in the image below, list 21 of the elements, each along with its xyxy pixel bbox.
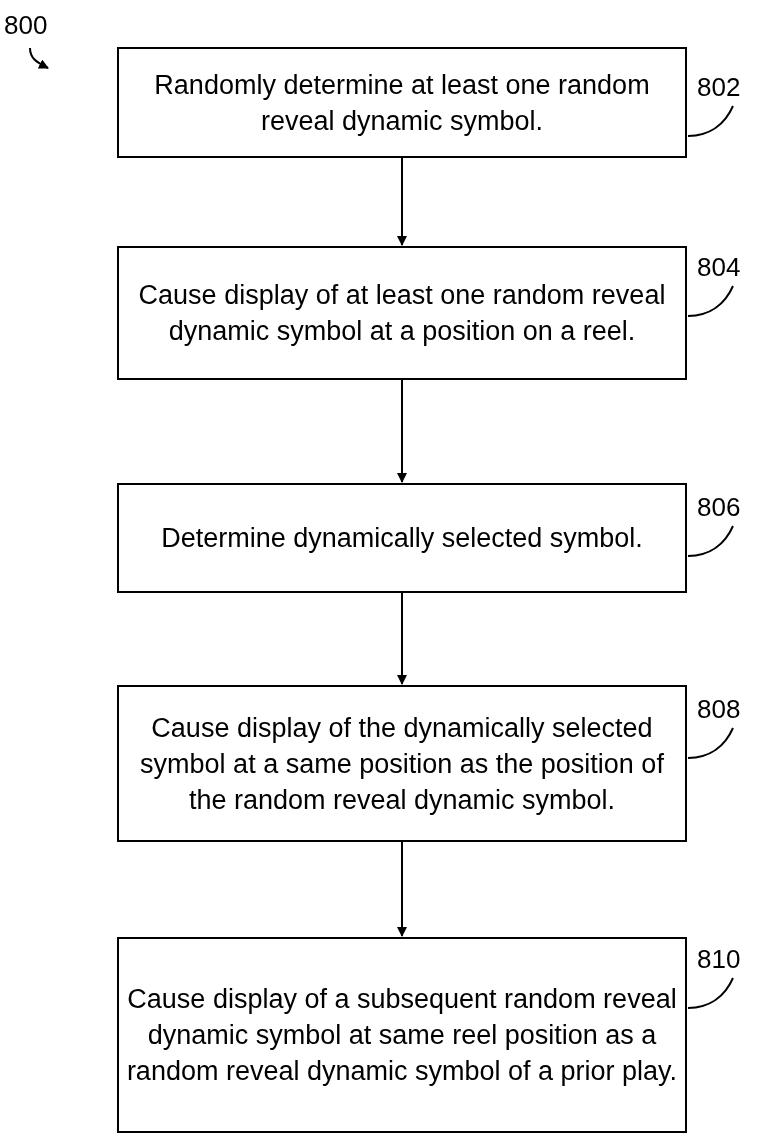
- reference-number: 804: [697, 250, 749, 284]
- process-box: Cause display of at least one random reveal dynamic symbol at a position on a reel.: [117, 246, 687, 380]
- process-box: Randomly determine at least one random reveal dynamic symbol.: [117, 47, 687, 158]
- arrow: [397, 157, 407, 246]
- leader-line: [29, 47, 49, 69]
- leader-line: [687, 727, 734, 759]
- leader-line: [687, 285, 734, 317]
- process-box: Cause display of the dynamically selected symbol at a same position as the position of the random reveal dynamic symbol.: [117, 685, 687, 842]
- reference-number: 806: [697, 490, 749, 524]
- process-box: Determine dynamically selected symbol.: [117, 483, 687, 593]
- reference-number: 800: [4, 8, 60, 42]
- leader-line: [687, 105, 734, 137]
- leader-line: [687, 977, 734, 1009]
- process-box: Cause display of a subsequent random reveal dynamic symbol at same reel position as a random reveal dynamic symbol of a prior play.: [117, 937, 687, 1133]
- leader-line: [687, 525, 734, 557]
- arrow: [397, 841, 407, 937]
- arrow: [397, 379, 407, 483]
- reference-number: 808: [697, 692, 749, 726]
- reference-number: 802: [697, 70, 749, 104]
- arrow: [397, 592, 407, 685]
- reference-number: 810: [697, 942, 749, 976]
